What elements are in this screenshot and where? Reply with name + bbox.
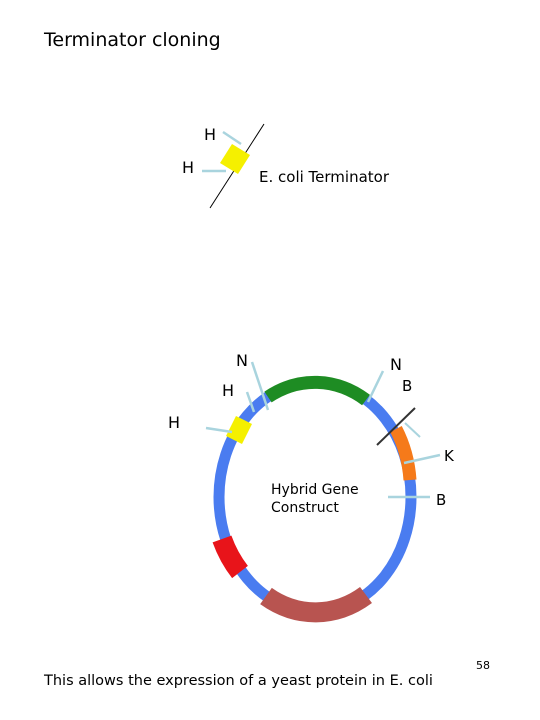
- h-site-label-left: H: [182, 158, 194, 177]
- n-site-label-right: N: [390, 355, 402, 374]
- construct-label-line1: Hybrid Gene: [271, 482, 359, 498]
- h-site-label-inner: H: [222, 381, 234, 400]
- construct-label-line2: Construct: [271, 500, 339, 516]
- n-site-label-left: N: [236, 351, 248, 370]
- terminator-label: E. coli Terminator: [259, 168, 390, 186]
- h-site-line-top: [222, 130, 242, 146]
- plasmid-map: N N H H B K B Hybrid Gene Construct: [168, 351, 455, 623]
- k-site-label: K: [444, 447, 455, 465]
- terminator-fragment: H H E. coli Terminator: [182, 123, 390, 209]
- b-site-label-top: B: [402, 377, 412, 395]
- h-site-line-outer: [205, 426, 233, 434]
- terminator-insert: [220, 144, 250, 174]
- gene-segment-brown: [260, 586, 372, 623]
- b-site-line-top: [404, 422, 421, 438]
- k-site-line: [403, 453, 441, 465]
- marker-segment-red: [212, 535, 249, 579]
- n-site-line-left: [250, 361, 270, 411]
- h-site-label-outer: H: [168, 413, 180, 432]
- terminator-insert-ring: [226, 416, 252, 444]
- h-site-line-inner: [245, 391, 256, 413]
- gene-segment-orange: [390, 426, 417, 481]
- page-title: Terminator cloning: [44, 29, 221, 51]
- b-site-cut-line: [376, 407, 416, 446]
- n-site-line-right: [366, 370, 385, 403]
- gene-segment-green: [264, 375, 370, 406]
- footer-caption: This allows the expression of a yeast pr…: [44, 673, 433, 689]
- b-site-label-bottom: B: [436, 491, 446, 509]
- page-number: 58: [476, 659, 490, 672]
- h-site-label-top: H: [204, 125, 216, 144]
